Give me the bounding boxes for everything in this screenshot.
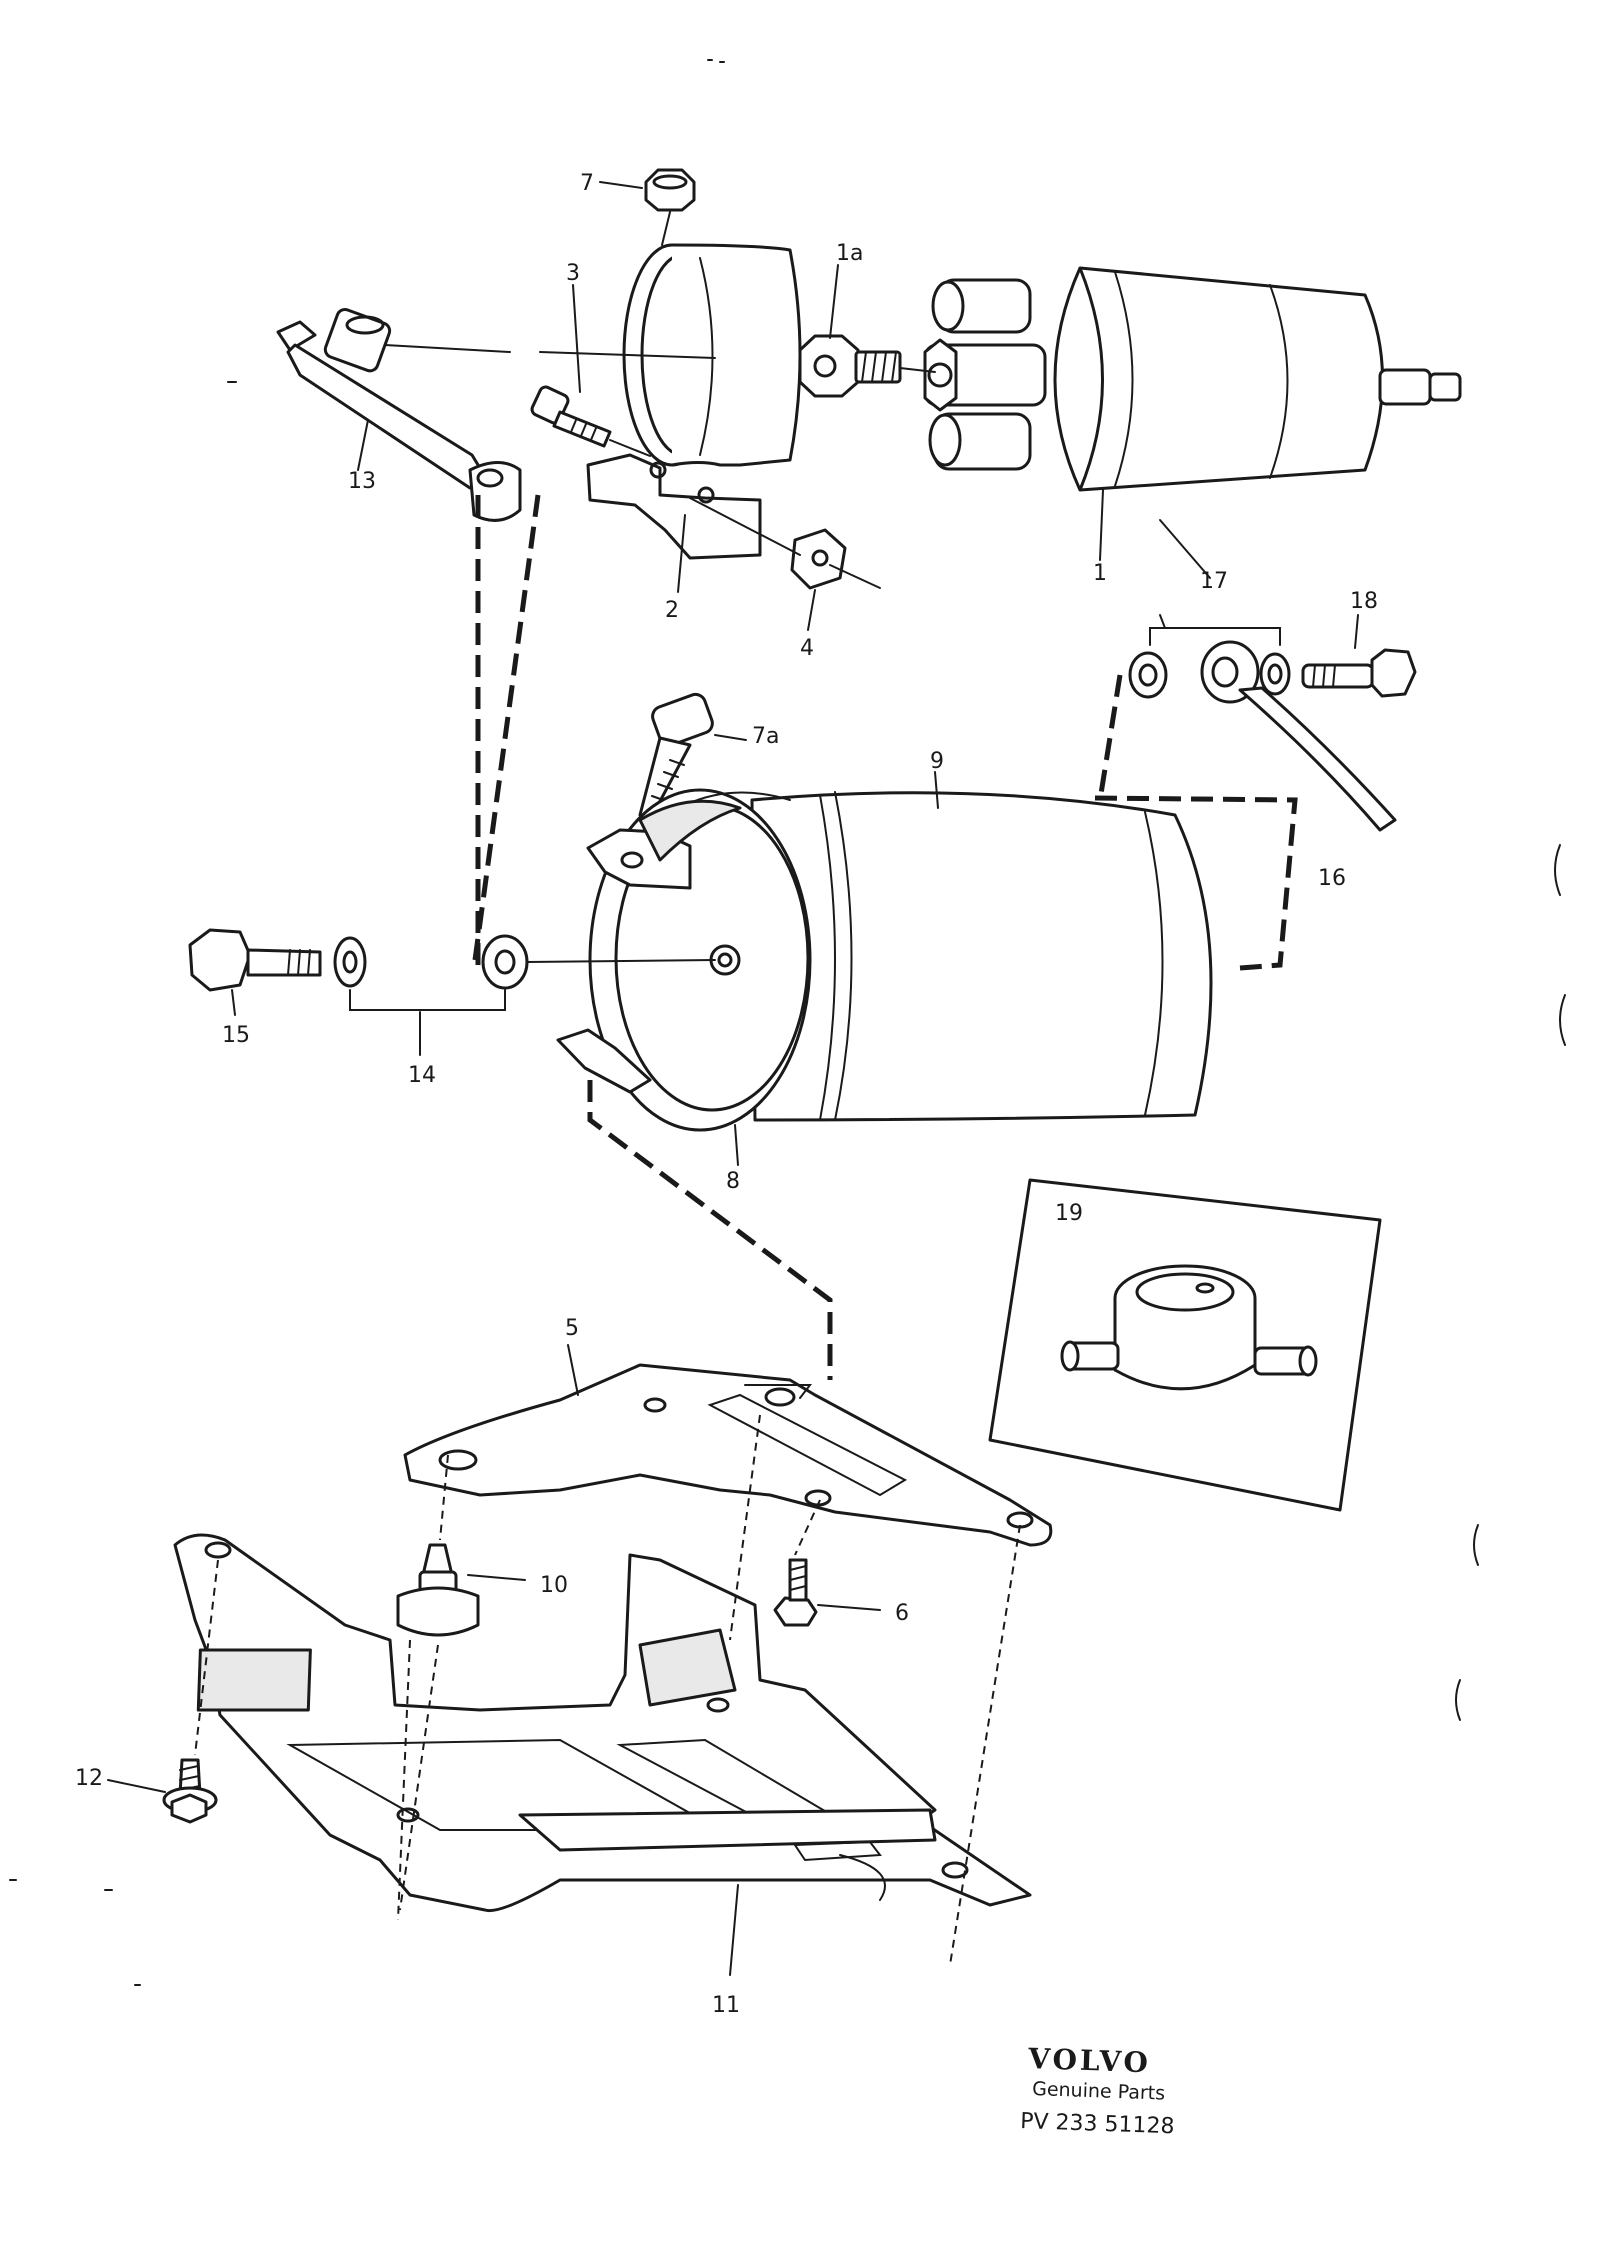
part-12-screw: [162, 1758, 218, 1824]
label-6: 6: [895, 1601, 909, 1626]
label-18: 18: [1350, 589, 1378, 614]
leader-lines: [107, 181, 1359, 1976]
label-10: 10: [540, 1573, 568, 1598]
label-19: 19: [1055, 1201, 1083, 1226]
part-3-screw: [530, 385, 651, 457]
label-11: 11: [712, 1993, 740, 2018]
part-labels: 7 1a 3 13 2 4 1 17 18 7a 9 16 15 14 8 19…: [75, 171, 1378, 2018]
label-2: 2: [665, 598, 679, 623]
brand-tagline: Genuine Parts: [1032, 2078, 1166, 2105]
label-9: 9: [930, 749, 944, 774]
label-1: 1: [1093, 561, 1107, 586]
label-14: 14: [408, 1063, 436, 1088]
part-2-clamp: [539, 243, 802, 560]
brand-block: VOLVO Genuine Parts PV 233 51128: [1020, 2042, 1175, 2139]
label-1a: 1a: [836, 241, 863, 266]
part-6-screw: [773, 1558, 881, 1627]
scan-marks: [9, 59, 1566, 1986]
dashed-guides: [472, 494, 1298, 1380]
part-1-fuel-filter: [923, 266, 1462, 492]
label-15: 15: [222, 1023, 250, 1048]
part-13-strap: [276, 308, 522, 522]
part-17-washers-banjo: [1128, 627, 1291, 704]
part-16-fuel-line: [1238, 686, 1397, 832]
part-14-washers: [333, 934, 716, 1011]
brand-logo: VOLVO: [1027, 2042, 1152, 2079]
label-16: 16: [1318, 866, 1346, 891]
part-catalog-code: PV 233 51128: [1020, 2109, 1175, 2139]
label-13: 13: [348, 469, 376, 494]
label-3: 3: [566, 261, 580, 286]
label-4: 4: [800, 636, 814, 661]
part-18-banjo-bolt: [1301, 648, 1417, 698]
label-7: 7: [580, 171, 594, 196]
label-12: 12: [75, 1766, 103, 1791]
part-5-upper-plate: [403, 1363, 1053, 1547]
part-9-canister: [750, 791, 1213, 1122]
thin-guides: [194, 1414, 1021, 1966]
part-10-stud: [396, 1543, 526, 1637]
part-11-base-bracket: [173, 1533, 1032, 1913]
part-4-square-nut: [689, 497, 881, 590]
label-8: 8: [726, 1169, 740, 1194]
part-7-cap-nut: [644, 168, 696, 246]
label-17: 17: [1200, 569, 1228, 594]
label-5: 5: [565, 1316, 579, 1341]
part-15-bolt: [188, 928, 322, 992]
label-7a: 7a: [752, 724, 779, 749]
part-1a-nipple: [798, 334, 936, 398]
part-19-inset: [988, 1178, 1382, 1512]
